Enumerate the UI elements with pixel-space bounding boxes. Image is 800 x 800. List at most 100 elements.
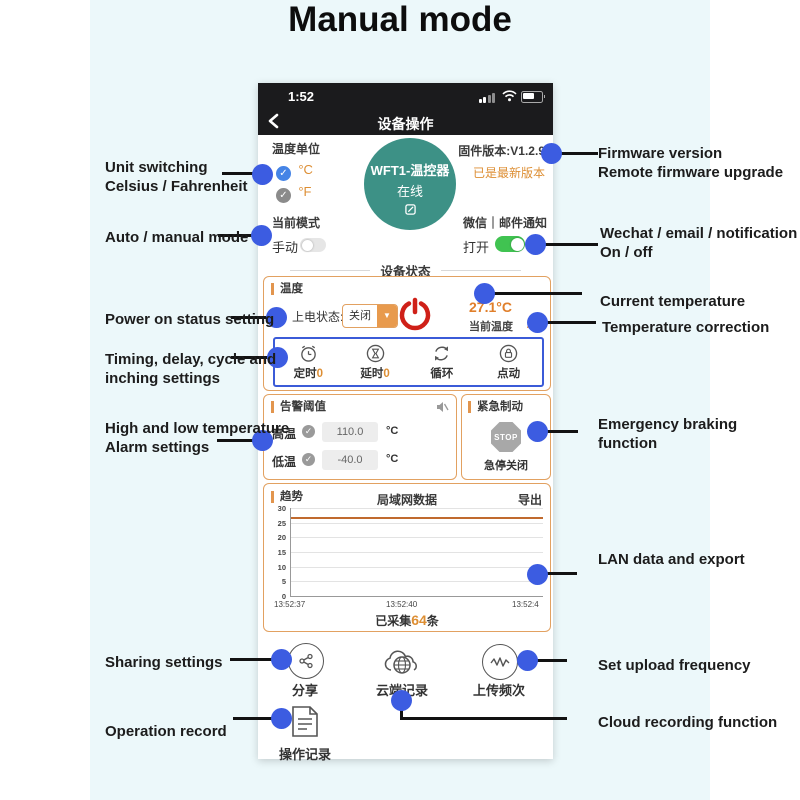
check-icon[interactable]: ✓ (302, 425, 315, 438)
low-temp-unit: °C (386, 453, 399, 465)
trend-title: 趋势 (271, 491, 303, 503)
stop-button[interactable]: STOP (489, 420, 523, 457)
callout-dot (517, 650, 538, 671)
device-state-title: 设备状态 (380, 265, 431, 279)
firmware-latest[interactable]: 已是最新版本 (472, 166, 545, 180)
y-tick: 25 (277, 519, 286, 528)
high-temp-unit: °C (386, 425, 399, 437)
callout-current-temperature: Current temperature (600, 293, 746, 310)
device-online-status: 在线 (396, 184, 423, 199)
callout-line (537, 321, 596, 324)
callout-line (233, 717, 282, 720)
callout-dot (252, 430, 273, 451)
edit-icon[interactable] (364, 203, 456, 218)
callout-line (535, 243, 598, 246)
emergency-brake-box: 紧急制动 STOP 急停关闭 (461, 394, 551, 480)
celsius-radio[interactable]: ✓ °C (276, 162, 313, 181)
callout-line (537, 430, 578, 433)
cycle-button[interactable]: 循环 (409, 339, 476, 385)
low-temp-input[interactable]: -40.0 (322, 450, 378, 470)
callout-temperature-correction: Temperature correction (602, 319, 770, 336)
lock-icon (499, 344, 518, 362)
check-icon[interactable]: ✓ (302, 453, 315, 466)
x-tick: 13:52:40 (386, 600, 418, 609)
callout-sharing-settings: Sharing settings (105, 654, 223, 671)
notify-toggle[interactable] (495, 236, 525, 252)
upload-frequency-label: 上传频次 (472, 683, 525, 698)
y-tick: 5 (281, 577, 286, 586)
cloud-record-icon (384, 650, 417, 674)
callout-line (484, 292, 582, 295)
low-temp-label: 低温 (272, 455, 297, 469)
power-button[interactable] (398, 297, 432, 334)
device-status-circle[interactable]: WFT1-温控器 在线 (364, 138, 456, 230)
callout-auto-manual: Auto / manual mode (105, 229, 249, 246)
callout-dot (271, 649, 292, 670)
share-label: 分享 (291, 683, 318, 698)
device-name: WFT1-温控器 (370, 163, 450, 178)
callout-line (217, 439, 263, 442)
callout-dot (541, 143, 562, 164)
callout-power-on-status: Power on status setting (105, 311, 275, 328)
callout-cloud-recording: Cloud recording function (598, 714, 778, 731)
operation-record-button[interactable] (291, 705, 319, 741)
callout-upload-frequency: Set upload frequency (598, 657, 751, 674)
callout-dot (525, 234, 546, 255)
callout-line (231, 316, 277, 319)
divider (290, 270, 371, 271)
callout-lan-data: LAN data and export (598, 551, 745, 568)
cloud-record-button[interactable] (382, 646, 422, 679)
fahrenheit-radio[interactable]: ✓ °F (276, 184, 311, 203)
upload-frequency-button[interactable] (482, 644, 518, 680)
y-tick: 20 (277, 533, 286, 542)
callout-dot (527, 312, 548, 333)
export-button[interactable]: 导出 (517, 493, 542, 507)
callout-line (222, 172, 262, 175)
upload-frequency-icon (490, 657, 510, 667)
callout-line (551, 152, 598, 155)
signal-icon (478, 93, 495, 103)
power-status-dropdown[interactable]: 关闭 ▼ (342, 304, 398, 328)
delay-value: 0 (383, 367, 390, 380)
operation-record-label: 操作记录 (278, 747, 331, 762)
delay-button[interactable]: 延时0 (342, 339, 409, 385)
y-tick: 30 (277, 504, 286, 513)
manual-toggle[interactable] (300, 238, 326, 252)
callout-operation-record: Operation record (105, 723, 227, 740)
callout-dot (474, 283, 495, 304)
callout-dot (271, 708, 292, 729)
alarm-box-title: 告警阈值 (271, 401, 326, 413)
toggle-knob (301, 239, 313, 251)
collected-prefix: 已采集 (375, 614, 412, 628)
high-temp-input[interactable]: 110.0 (322, 422, 378, 442)
operation-record-icon (292, 706, 318, 737)
trend-line (291, 516, 543, 519)
firmware-version: 固件版本:V1.2.9 (458, 144, 545, 158)
battery-icon (521, 91, 545, 103)
timing-button[interactable]: 定时0 (275, 339, 342, 385)
nav-title: 设备操作 (377, 116, 434, 132)
stop-text: STOP (494, 433, 518, 442)
page-title: Manual mode (288, 0, 512, 39)
mode-label: 当前模式 (272, 216, 321, 230)
stop-sign-icon (491, 422, 521, 452)
collected-suffix: 条 (426, 614, 439, 628)
share-icon (299, 653, 313, 669)
chevron-down-icon: ▼ (377, 305, 397, 327)
back-icon[interactable] (266, 113, 284, 131)
mute-icon[interactable] (435, 400, 449, 417)
callout-line (230, 658, 282, 661)
brake-caption: 急停关闭 (484, 460, 528, 472)
fahrenheit-label: °F (298, 184, 312, 199)
inching-button[interactable]: 点动 (475, 339, 542, 385)
callout-line (231, 356, 278, 359)
share-button[interactable] (288, 643, 324, 679)
callout-dot (252, 164, 273, 185)
unit-section-label: 温度单位 (272, 142, 321, 156)
y-tick: 0 (281, 592, 286, 601)
power-status-label: 上电状态: (292, 310, 344, 324)
timer-settings-box: 定时0 延时0 循环 点动 (273, 337, 544, 387)
